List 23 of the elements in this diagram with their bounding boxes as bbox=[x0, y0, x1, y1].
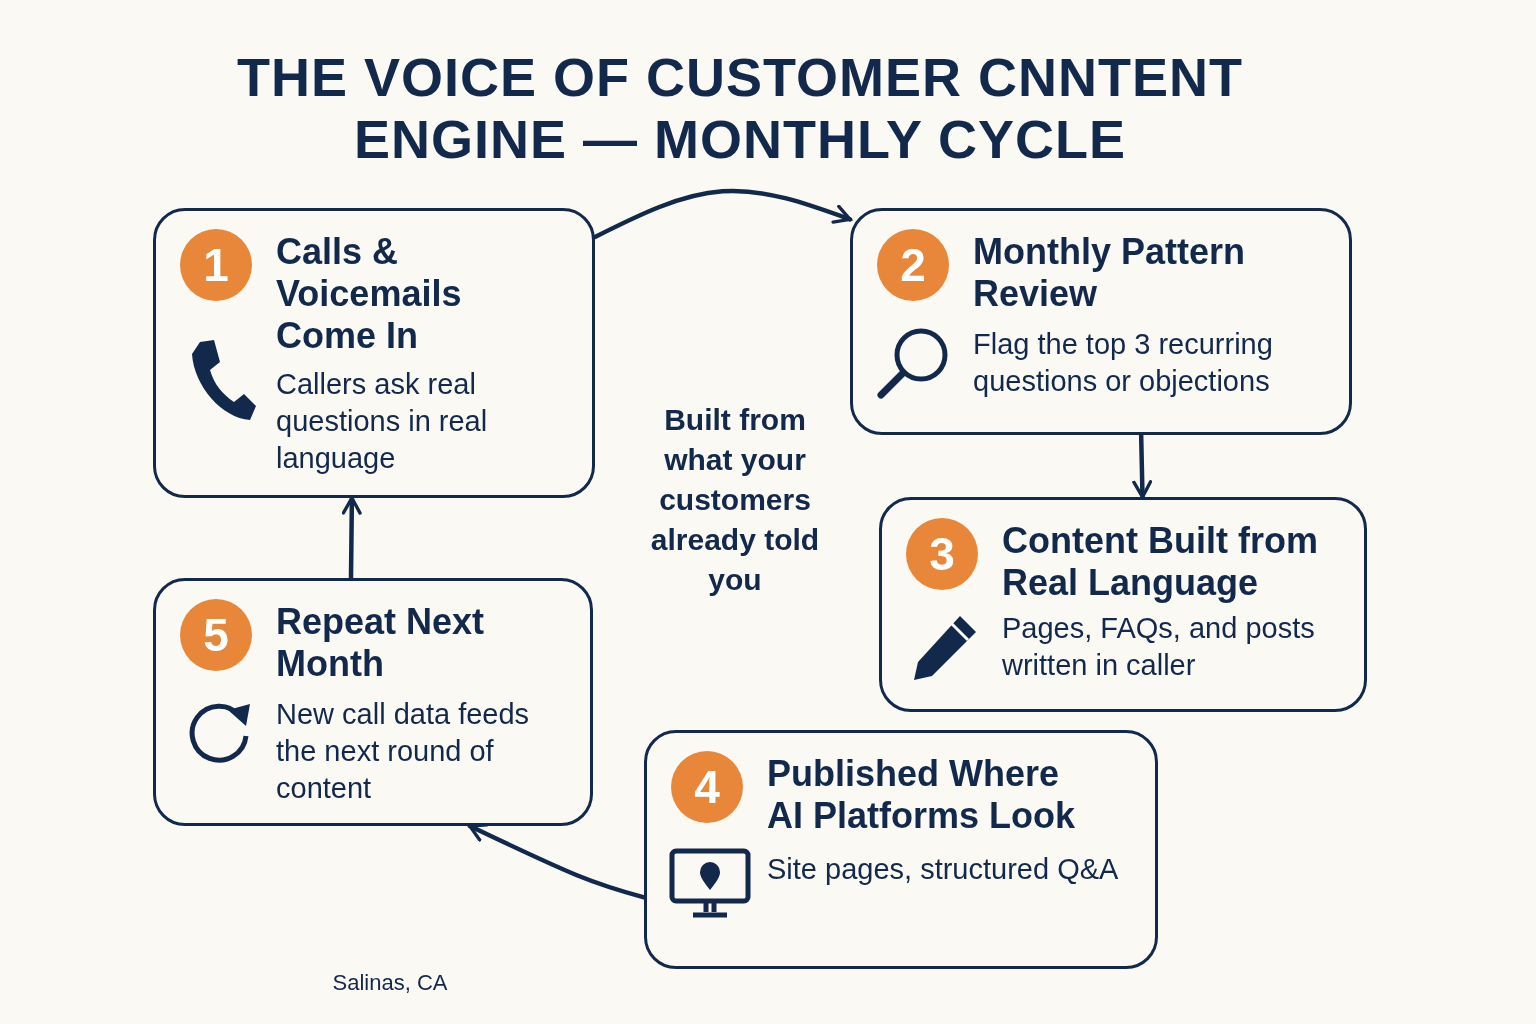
step-number: 1 bbox=[180, 229, 252, 301]
step-number: 2 bbox=[877, 229, 949, 301]
step-description: Flag the top 3 recurring questions or objections bbox=[973, 327, 1274, 399]
step-card bbox=[850, 208, 1352, 435]
step-heading: Monthly Pattern Review bbox=[973, 231, 1246, 315]
step-heading: Content Built from Real Language bbox=[1002, 520, 1319, 604]
title: THE VOICE OF CUSTOMER CNNTENT ENGINE — MONTHLY CYCLE bbox=[235, 46, 1244, 170]
step-heading: Repeat Next Month bbox=[276, 601, 486, 685]
step-description: Pages, FAQs, and posts written in caller bbox=[1002, 611, 1316, 683]
step-number: 4 bbox=[671, 751, 743, 823]
step-card bbox=[879, 497, 1367, 712]
step-heading: Calls & Voicemails Come In bbox=[276, 231, 463, 357]
step-description: Callers ask real questions in real language bbox=[276, 367, 489, 476]
step-heading: Published Where AI Platforms Look bbox=[767, 753, 1077, 837]
step-card bbox=[153, 578, 593, 826]
step-card bbox=[153, 208, 595, 498]
location-text: Salinas, CA bbox=[331, 969, 449, 997]
step-description: New call data feeds the next round of content bbox=[276, 697, 531, 806]
step-number: 5 bbox=[180, 599, 252, 671]
step-card bbox=[644, 730, 1158, 969]
center-note: Built from what your customers already told you bbox=[649, 402, 821, 598]
step-description: Site pages, structured Q&A bbox=[767, 852, 1120, 887]
step-number: 3 bbox=[906, 518, 978, 590]
